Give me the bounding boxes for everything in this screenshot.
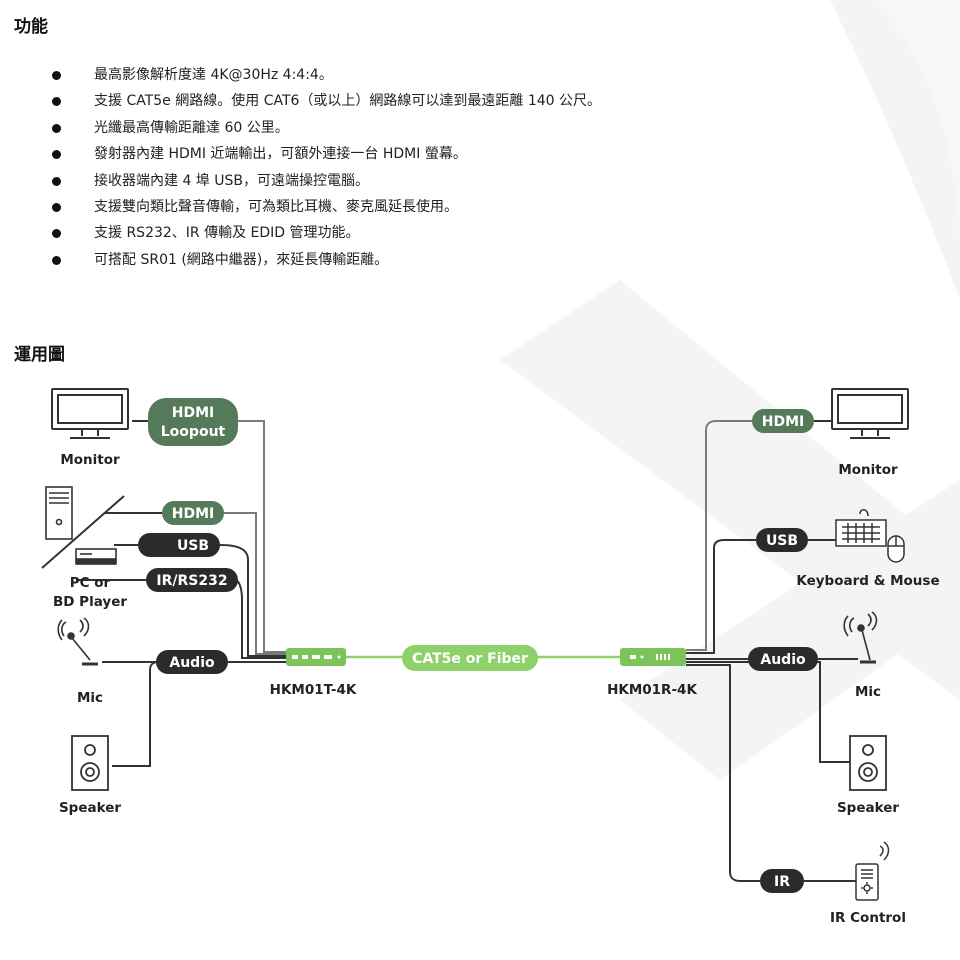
label-speaker-right: Speaker bbox=[837, 800, 899, 816]
pill-ir-out: IR bbox=[760, 869, 804, 893]
line-irrs232-in bbox=[235, 579, 286, 659]
pill-audio-out: Audio bbox=[748, 647, 818, 671]
mic-icon-left bbox=[57, 617, 98, 666]
feature-item: 可搭配 SR01 (網路中繼器)，來延長傳輸距離。 bbox=[48, 247, 601, 273]
mouse-icon bbox=[887, 535, 905, 563]
label-monitor-left: Monitor bbox=[60, 452, 120, 468]
label-ir-control: IR Control bbox=[830, 910, 906, 926]
label-pc: PC or bbox=[70, 575, 111, 591]
svg-text:HDMI: HDMI bbox=[172, 506, 214, 522]
feature-item: 最高影像解析度達 4K@30Hz 4:4:4。 bbox=[48, 62, 601, 88]
svg-text:HDMI: HDMI bbox=[762, 414, 804, 430]
pill-audio-in: Audio bbox=[156, 650, 228, 674]
svg-text:Audio: Audio bbox=[760, 652, 806, 668]
label-monitor-right: Monitor bbox=[838, 462, 898, 478]
svg-text:Audio: Audio bbox=[169, 655, 215, 671]
bd-player-icon bbox=[75, 548, 117, 565]
pill-hdmi-in: HDMI bbox=[162, 501, 224, 525]
line-usb-out bbox=[686, 539, 756, 654]
line-usb-in bbox=[219, 544, 286, 657]
svg-text:CAT5e or Fiber: CAT5e or Fiber bbox=[412, 651, 528, 667]
label-bd-player: BD Player bbox=[53, 594, 127, 610]
pill-cat5e-fiber: CAT5e or Fiber bbox=[402, 645, 538, 671]
speaker-icon-left bbox=[71, 735, 109, 791]
ir-remote-icon bbox=[855, 841, 890, 901]
pill-usb-in: USB bbox=[138, 533, 220, 557]
label-keyboard-mouse: Keyboard & Mouse bbox=[796, 573, 939, 589]
svg-text:Loopout: Loopout bbox=[161, 424, 226, 440]
speaker-icon-right bbox=[849, 735, 887, 791]
feature-item: 接收器端內建 4 埠 USB，可遠端操控電腦。 bbox=[48, 168, 601, 194]
features-heading: 功能 bbox=[14, 17, 48, 37]
line-hdmi-in bbox=[224, 512, 286, 655]
features-list: 最高影像解析度達 4K@30Hz 4:4:4。 支援 CAT5e 網路線。使用 … bbox=[48, 62, 601, 273]
svg-text:USB: USB bbox=[177, 538, 209, 554]
transmitter-device-icon bbox=[286, 648, 346, 666]
feature-item: 發射器內建 HDMI 近端輸出，可額外連接一台 HDMI 螢幕。 bbox=[48, 141, 601, 167]
transmitter-model: HKM01T-4K bbox=[270, 682, 357, 698]
feature-item: 支援 RS232、IR 傳輸及 EDID 管理功能。 bbox=[48, 220, 601, 246]
line-speaker-to-audio bbox=[112, 661, 159, 767]
line-hdmi-out bbox=[686, 420, 752, 651]
label-speaker-left: Speaker bbox=[59, 800, 121, 816]
receiver-device-icon bbox=[620, 648, 686, 666]
pill-hdmi-loopout: HDMI Loopout bbox=[148, 398, 238, 446]
divider-slash bbox=[41, 495, 125, 569]
svg-text:IR: IR bbox=[774, 874, 790, 890]
monitor-icon-right bbox=[831, 388, 909, 439]
monitor-icon bbox=[51, 388, 129, 439]
line-ir-out bbox=[686, 664, 760, 882]
mic-icon-right bbox=[843, 611, 878, 664]
feature-item: 支援 CAT5e 網路線。使用 CAT6（或以上）網路線可以達到最遠距離 140… bbox=[48, 88, 601, 114]
pc-tower-icon bbox=[45, 486, 73, 540]
svg-text:USB: USB bbox=[766, 533, 798, 549]
feature-item: 光纖最高傳輸距離達 60 公里。 bbox=[48, 115, 601, 141]
svg-text:HDMI: HDMI bbox=[172, 405, 214, 421]
svg-text:IR/RS232: IR/RS232 bbox=[156, 573, 227, 589]
pill-hdmi-out: HDMI bbox=[752, 409, 814, 433]
label-mic-left: Mic bbox=[77, 690, 103, 706]
receiver-model: HKM01R-4K bbox=[607, 682, 697, 698]
label-mic-right: Mic bbox=[855, 684, 881, 700]
pill-usb-out: USB bbox=[756, 528, 808, 552]
pill-irrs232: IR/RS232 bbox=[146, 568, 238, 592]
diagram-heading: 運用圖 bbox=[14, 345, 65, 365]
line-hdmi-loopout bbox=[238, 420, 286, 653]
feature-item: 支援雙向類比聲音傳輸，可為類比耳機、麥克風延長使用。 bbox=[48, 194, 601, 220]
keyboard-icon bbox=[835, 509, 887, 547]
line-speaker-out bbox=[686, 661, 850, 763]
